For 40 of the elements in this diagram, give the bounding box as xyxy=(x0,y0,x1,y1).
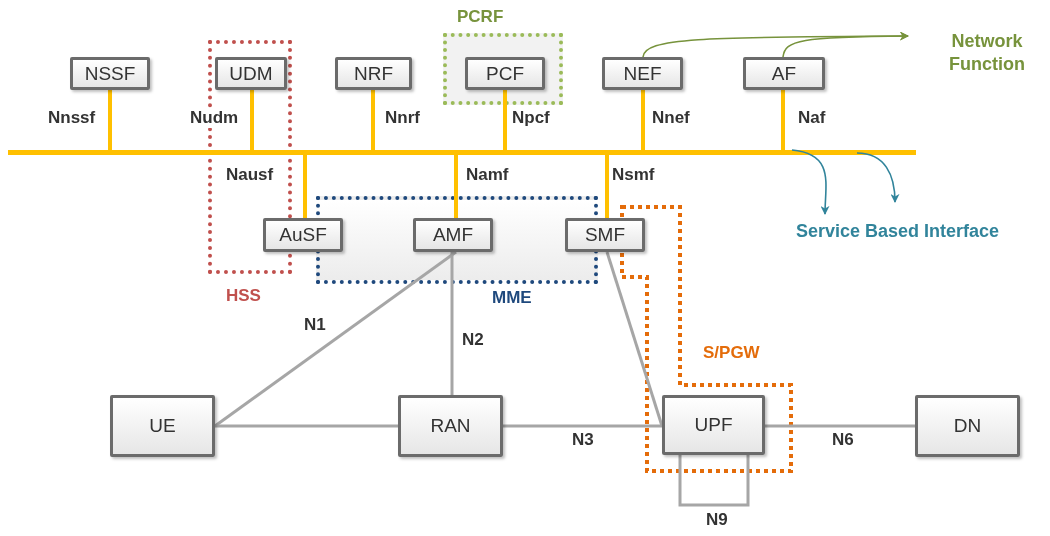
connector-line xyxy=(250,90,254,150)
function-box: NSSF xyxy=(70,57,150,90)
function-box: DN xyxy=(915,395,1020,457)
function-box: PCF xyxy=(465,57,545,90)
connector-line xyxy=(605,251,664,427)
connector-line xyxy=(215,424,398,428)
group-label: MME xyxy=(492,288,532,308)
arrow xyxy=(856,152,900,203)
function-box: AF xyxy=(743,57,825,90)
connector-line xyxy=(781,90,785,150)
connector-line xyxy=(641,90,645,150)
function-box: AuSF xyxy=(263,218,343,252)
function-box: UDM xyxy=(215,57,287,90)
function-box: SMF xyxy=(565,218,645,252)
group-label: S/PGW xyxy=(703,343,760,363)
edge-label: Npcf xyxy=(510,108,552,128)
function-box: NRF xyxy=(335,57,412,90)
connector-line xyxy=(454,155,458,218)
group-label: PCRF xyxy=(457,7,504,27)
function-box: UE xyxy=(110,395,215,457)
connector-line xyxy=(678,455,750,507)
group-label: HSS xyxy=(226,286,261,306)
function-box: AMF xyxy=(413,218,493,252)
connector-line xyxy=(108,90,112,150)
connector-line xyxy=(605,155,609,218)
connector-line xyxy=(503,424,662,428)
connector-line xyxy=(214,250,457,428)
connector-line xyxy=(450,252,454,395)
connector-line xyxy=(303,155,307,218)
edge-label: Nudm xyxy=(188,108,241,128)
function-box: UPF xyxy=(662,395,765,455)
connector-line xyxy=(503,90,507,150)
connector-line xyxy=(371,90,375,150)
annotation-text: Network Function xyxy=(912,30,1050,78)
arrow xyxy=(782,31,909,58)
annotation-text: Service Based Interface xyxy=(775,220,1020,244)
arrow xyxy=(791,149,830,215)
function-box: RAN xyxy=(398,395,503,457)
connector-line xyxy=(765,424,915,428)
function-box: NEF xyxy=(602,57,683,90)
